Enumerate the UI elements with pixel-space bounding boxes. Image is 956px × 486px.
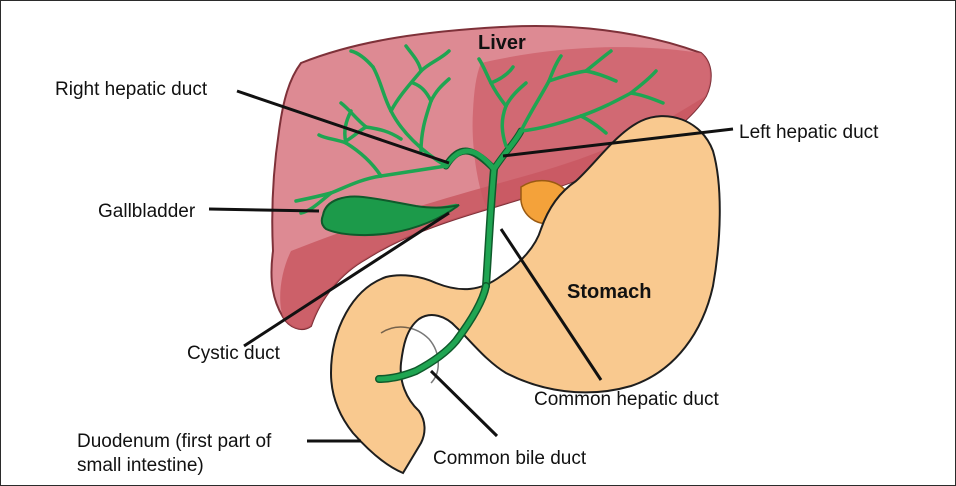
common-hepatic-duct-label: Common hepatic duct (534, 389, 720, 410)
right-hepatic-duct-label: Right hepatic duct (55, 79, 208, 100)
liver-label: Liver (478, 32, 526, 54)
leader-gallbladder (209, 209, 319, 211)
gallbladder-label: Gallbladder (98, 201, 196, 222)
leader-common-bile-duct (431, 371, 497, 436)
duodenum-label-line1: Duodenum (first part of (77, 431, 272, 452)
cystic-duct-label: Cystic duct (187, 343, 281, 364)
duodenum-label-line2: small intestine) (77, 455, 204, 476)
common-bile-duct-label: Common bile duct (433, 448, 587, 469)
left-hepatic-duct-label: Left hepatic duct (739, 122, 879, 143)
stomach-label: Stomach (567, 281, 651, 303)
